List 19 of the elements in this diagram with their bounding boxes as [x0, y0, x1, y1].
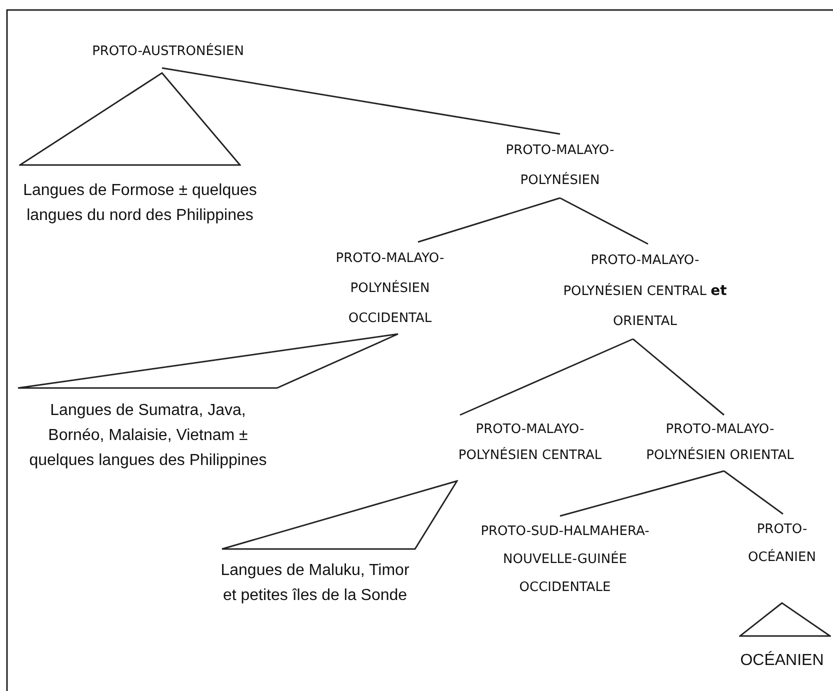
language-group-label: Langues de Maluku, Timor et petites îles de la Sonde — [220, 561, 410, 606]
tree-branch — [418, 197, 560, 243]
tree-branch — [460, 338, 634, 416]
taxon-label: PROTO-SUD-HALMAHERA- NOUVELLE-GUINÉE OCCIDENTALE — [480, 523, 650, 597]
language-group-label: Langues de Formose ± quelques langues du nord des Philippines — [22, 181, 258, 226]
tree-branch — [560, 470, 724, 517]
tree-branch — [724, 470, 784, 515]
taxon-label: PROTO- OCÉANIEN — [747, 521, 817, 567]
taxon-label: PROTO-MALAYO- POLYNÉSIEN — [504, 142, 616, 190]
taxon-label: PROTO-MALAYO- POLYNÉSIEN CENTRAL — [457, 421, 603, 465]
taxon-label: PROTO-MALAYO- POLYNÉSIEN CENTRAL et ORIENTAL — [562, 252, 728, 331]
tree-branch — [632, 338, 724, 416]
tree-branch — [560, 197, 648, 245]
tree-branch — [162, 67, 560, 135]
language-group-label: OCÉANIEN — [739, 650, 825, 671]
taxon-label: PROTO-MALAYO- POLYNÉSIEN OCCIDENTAL — [334, 250, 446, 328]
language-group-label: Langues de Sumatra, Java, Bornéo, Malaisie, Vietnam ± quelques langues des Philippines — [28, 401, 268, 471]
taxon-label: PROTO-AUSTRONÉSIEN — [91, 42, 245, 61]
taxon-label: PROTO-MALAYO- POLYNÉSIEN ORIENTAL — [645, 421, 795, 465]
